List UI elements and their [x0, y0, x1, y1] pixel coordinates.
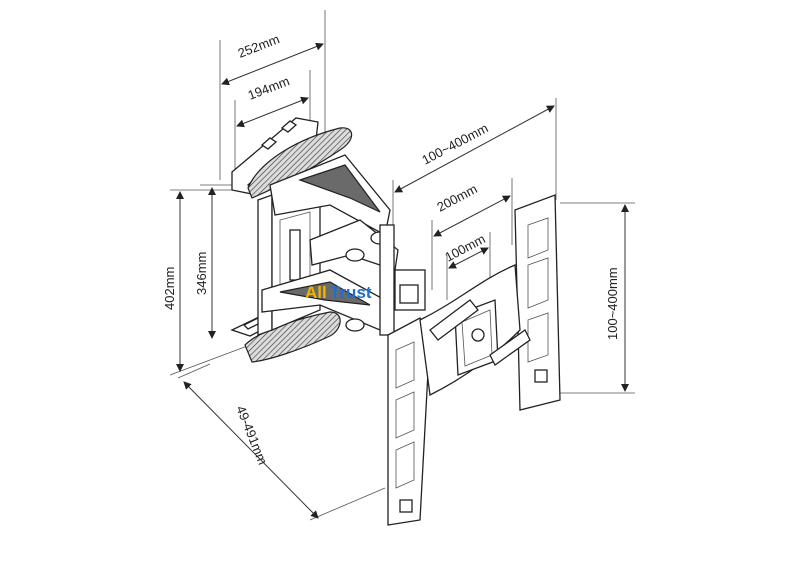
dim-194-line: [236, 96, 309, 128]
label-vesa-h-max: 100~400mm: [419, 120, 490, 167]
label-402mm: 402mm: [162, 267, 177, 310]
label-346mm: 346mm: [194, 252, 209, 295]
label-252mm: 252mm: [236, 31, 282, 61]
dim-200-line: [433, 195, 511, 237]
label-extension: 49-491mm: [233, 404, 270, 467]
ext-line-ext-top: [177, 363, 211, 379]
label-194mm: 194mm: [246, 73, 292, 103]
ext-line-ext-bottom: [309, 487, 386, 521]
dim-extension-line: [183, 381, 319, 519]
watermark-part2: Trust: [330, 283, 372, 302]
tv-bracket: [387, 194, 561, 526]
watermark-logo: All Trust: [305, 283, 372, 302]
label-vesa-v: 100~400mm: [605, 267, 620, 340]
label-200mm: 200mm: [434, 181, 479, 215]
swing-arms: [261, 154, 426, 336]
dim-vesa-h-max-line: [394, 105, 555, 193]
dim-252-line: [221, 42, 324, 86]
ext-line-402-bottom: [169, 344, 251, 376]
dim-100-line: [448, 247, 489, 269]
watermark-part1: All: [305, 283, 327, 302]
dimension-lines: [169, 10, 635, 521]
